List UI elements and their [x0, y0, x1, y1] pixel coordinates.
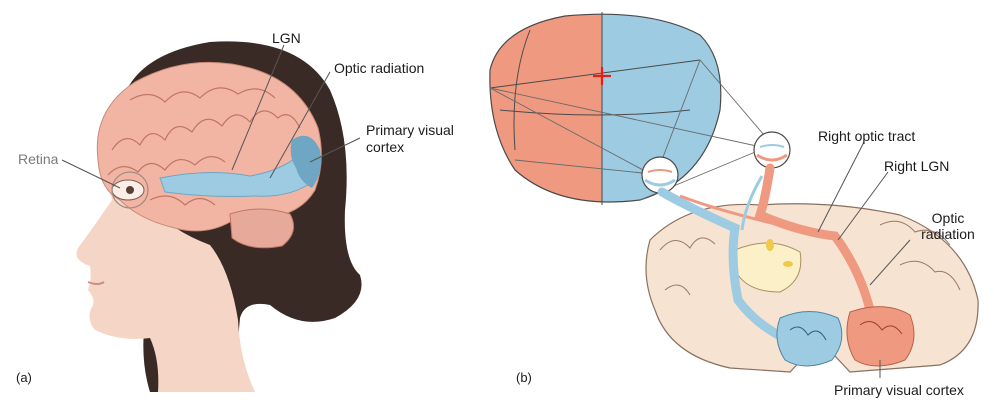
label-lgn: LGN [272, 30, 301, 46]
eye-icon [642, 157, 678, 193]
left-visual-cortex-b [777, 312, 842, 367]
structure-dot-1 [766, 239, 774, 251]
label-primary-visual-cortex-a-line1: Primary visual [366, 122, 454, 138]
cerebellum [230, 209, 294, 248]
label-right-optic-tract: Right optic tract [818, 128, 915, 144]
label-optic-radiation-b-line1: Optic [920, 210, 976, 226]
panel-a-tag: (a) [16, 370, 32, 386]
panel-b-diagram [480, 0, 978, 378]
panel-b-tag: (b) [516, 370, 532, 386]
label-primary-visual-cortex-a-line2: cortex [366, 139, 404, 155]
label-retina: Retina [18, 151, 58, 167]
right-visual-cortex-b [847, 307, 914, 366]
eye-icon [112, 180, 144, 200]
label-optic-radiation-a: Optic radiation [334, 60, 424, 76]
label-primary-visual-cortex-b: Primary visual cortex [834, 382, 964, 398]
label-optic-radiation-b-line2: radiation [916, 226, 980, 242]
eye-icon [754, 132, 790, 168]
structure-dot-2 [783, 261, 793, 267]
panel-a-head [62, 41, 362, 392]
label-right-lgn: Right LGN [884, 158, 949, 174]
